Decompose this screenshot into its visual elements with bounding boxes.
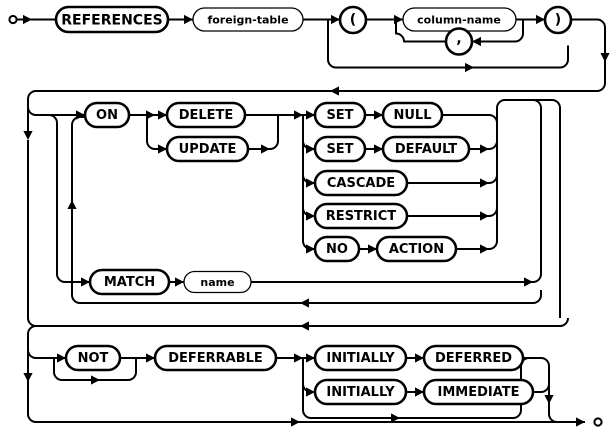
default-label: DEFAULT <box>395 142 457 157</box>
node-name[interactable]: name <box>183 270 252 294</box>
set-label-1: SET <box>326 108 353 123</box>
initially-label-2: INITIALLY <box>326 385 395 400</box>
node-update[interactable]: UPDATE <box>165 135 250 163</box>
node-initially-deferred[interactable]: INITIALLY <box>313 344 408 372</box>
node-foreign-table[interactable]: foreign-table <box>192 7 304 32</box>
node-on[interactable]: ON <box>83 101 131 129</box>
node-deferred[interactable]: DEFERRED <box>422 344 525 372</box>
null-box[interactable] <box>381 101 444 129</box>
on-group-rails <box>27 99 303 154</box>
references-box[interactable] <box>54 5 170 34</box>
deferrable-box[interactable] <box>153 344 278 372</box>
comma-box[interactable] <box>444 27 474 56</box>
null-label: NULL <box>393 108 431 123</box>
match-label: MATCH <box>104 275 155 290</box>
not-box[interactable] <box>64 344 122 372</box>
column-name-label: column-name <box>417 14 501 27</box>
references-label: REFERENCES <box>61 12 162 28</box>
immediate-box[interactable] <box>422 378 535 406</box>
action-box[interactable] <box>375 235 458 263</box>
delete-label: DELETE <box>179 108 234 123</box>
end-circle <box>593 417 603 427</box>
delete-box[interactable] <box>165 101 247 129</box>
return-rail-2 <box>23 325 66 388</box>
rparen-label: ) <box>555 12 561 28</box>
cascade-label: CASCADE <box>327 176 395 191</box>
deferrable-label: DEFERRABLE <box>168 351 263 366</box>
node-null[interactable]: NULL <box>381 101 444 129</box>
node-default[interactable]: DEFAULT <box>381 135 471 163</box>
arrow-start <box>23 14 32 25</box>
start-circle <box>8 14 18 25</box>
on-label: ON <box>96 108 118 123</box>
bottom-rails <box>27 388 603 427</box>
node-rparen[interactable]: ) <box>543 5 573 35</box>
initially-label-1: INITIALLY <box>326 351 395 366</box>
no-label: NO <box>326 242 348 257</box>
set-label-2: SET <box>326 142 353 157</box>
match-box[interactable] <box>88 268 171 296</box>
node-match[interactable]: MATCH <box>88 268 171 296</box>
not-label: NOT <box>78 351 109 366</box>
node-lparen[interactable]: ( <box>338 5 368 35</box>
initially-box-1[interactable] <box>313 344 408 372</box>
node-set-null-set[interactable]: SET <box>313 101 367 129</box>
foreign-table-box[interactable] <box>192 7 304 32</box>
lparen-label: ( <box>350 12 356 28</box>
comma-label: , <box>456 31 461 47</box>
immediate-label: IMMEDIATE <box>437 385 519 400</box>
deferred-label: DEFERRED <box>435 351 512 366</box>
name-label: name <box>200 276 234 289</box>
rparen-box[interactable] <box>543 5 573 35</box>
return-rail-1 <box>23 82 606 140</box>
node-column-name[interactable]: column-name <box>402 7 517 32</box>
lparen-box[interactable] <box>338 5 368 35</box>
default-box[interactable] <box>381 135 471 163</box>
node-restrict[interactable]: RESTRICT <box>313 202 409 230</box>
cascade-box[interactable] <box>313 169 409 197</box>
deferred-box[interactable] <box>422 344 525 372</box>
node-cascade[interactable]: CASCADE <box>313 169 409 197</box>
node-comma[interactable]: , <box>444 27 474 56</box>
node-deferrable[interactable]: DEFERRABLE <box>153 344 278 372</box>
action-label: ACTION <box>389 242 444 257</box>
node-not[interactable]: NOT <box>64 344 122 372</box>
restrict-label: RESTRICT <box>326 209 397 224</box>
on-box[interactable] <box>83 101 131 129</box>
initially-box-2[interactable] <box>313 378 408 406</box>
row1-rails <box>8 14 610 84</box>
update-box[interactable] <box>165 135 250 163</box>
node-delete[interactable]: DELETE <box>165 101 247 129</box>
node-no[interactable]: NO <box>313 235 361 263</box>
on-match-loop-rails <box>36 99 542 308</box>
deferrable-rails <box>53 353 585 423</box>
node-immediate[interactable]: IMMEDIATE <box>422 378 535 406</box>
update-label: UPDATE <box>179 142 237 157</box>
no-box[interactable] <box>313 235 361 263</box>
set-box-2[interactable] <box>313 135 367 163</box>
boxes-layer: REFERENCES foreign-table ( column-name , <box>54 5 573 406</box>
node-initially-immediate[interactable]: INITIALLY <box>313 378 408 406</box>
set-box-1[interactable] <box>313 101 367 129</box>
node-references[interactable]: REFERENCES <box>54 5 170 34</box>
foreign-table-label: foreign-table <box>207 14 288 27</box>
name-box[interactable] <box>183 270 252 294</box>
node-set-default-set[interactable]: SET <box>313 135 367 163</box>
node-action[interactable]: ACTION <box>375 235 458 263</box>
restrict-box[interactable] <box>313 202 409 230</box>
